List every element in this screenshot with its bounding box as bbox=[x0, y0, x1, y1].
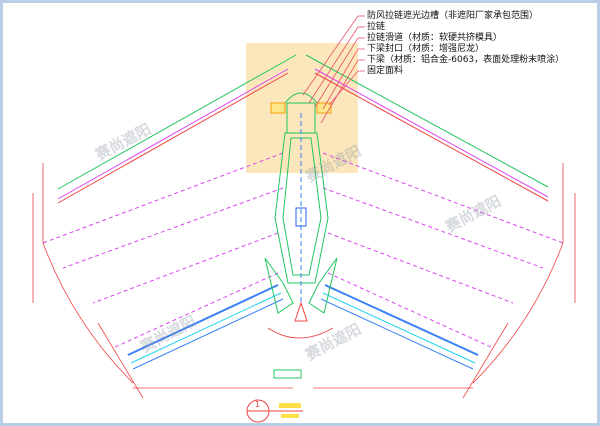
scale-box bbox=[273, 369, 302, 379]
callout-zipper-track: 拉链滑道（材质：软硬共挤模具） bbox=[367, 33, 503, 43]
callout-windproof-groove: 防风拉链遮光边槽（非遮阳厂家承包范围） bbox=[367, 11, 539, 21]
upper-right-arm bbox=[305, 54, 564, 304]
callout-beam-cap: 下梁封口（材质：增强尼龙） bbox=[367, 44, 485, 54]
dimension-lines bbox=[32, 163, 576, 399]
lower-left-panel bbox=[112, 272, 284, 370]
callout-leaders bbox=[302, 15, 365, 124]
detail-marker bbox=[246, 399, 303, 423]
callout-bottom-beam: 下梁（材质：铝合金-6063，表面处理粉末喷涂） bbox=[367, 55, 565, 65]
callout-zipper: 拉链 bbox=[367, 22, 386, 32]
highlight-zone bbox=[246, 43, 358, 173]
callout-fixed-fabric: 固定面料 bbox=[367, 66, 404, 76]
detail-number: 1 bbox=[255, 400, 261, 409]
drawing-canvas bbox=[32, 15, 576, 423]
upper-left-arm bbox=[42, 54, 297, 304]
lower-right-panel bbox=[320, 272, 494, 370]
